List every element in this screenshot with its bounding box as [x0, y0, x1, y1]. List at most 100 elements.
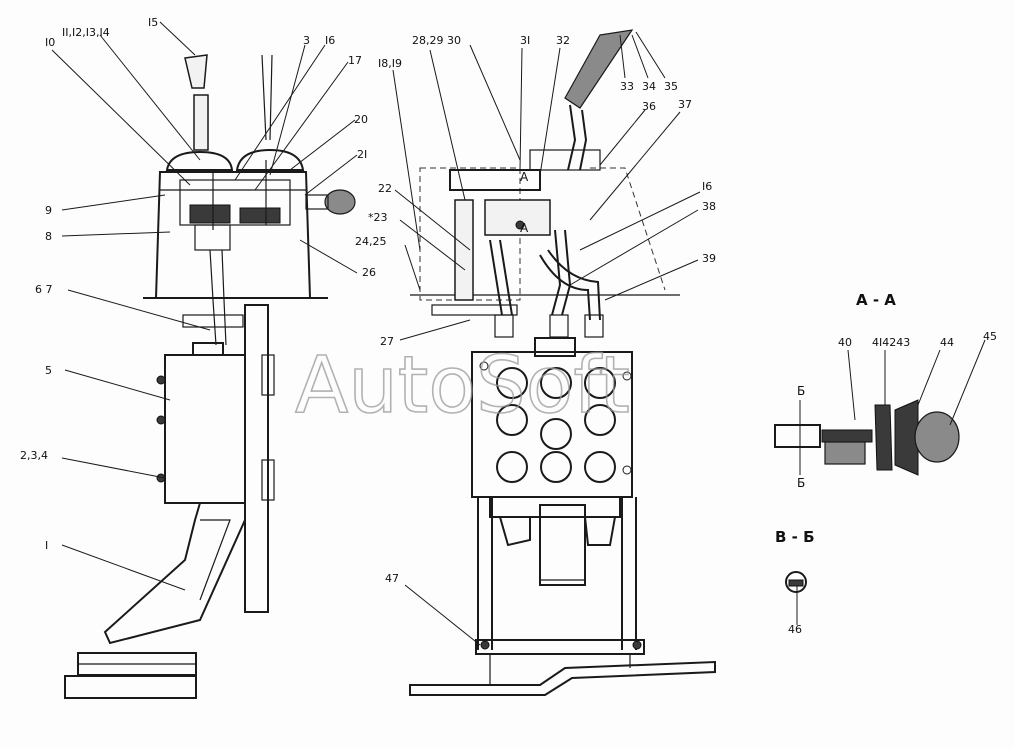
lever-base	[529, 149, 601, 171]
port	[540, 367, 572, 399]
bolt	[479, 361, 489, 371]
control-housing	[154, 171, 312, 299]
callout-label: 8	[45, 230, 52, 243]
mechanism-post	[454, 199, 474, 301]
callout-label: 38	[702, 200, 716, 213]
shaft-end	[774, 424, 821, 448]
bolt	[632, 640, 642, 650]
port	[540, 418, 572, 450]
lower-block	[489, 496, 621, 518]
callout-label: 28,29 30	[412, 34, 461, 47]
frame-links	[489, 654, 631, 685]
callout-label: 46	[788, 623, 802, 636]
link-rod-3	[539, 249, 601, 321]
callout-label: 24,25	[355, 235, 387, 248]
base-rail	[409, 660, 716, 696]
callout-label: 40	[838, 336, 852, 349]
support-bracket	[824, 441, 866, 465]
pin-core	[788, 579, 804, 587]
linkage-rod	[209, 249, 227, 346]
callout-label: 2I	[357, 148, 367, 161]
link-bracket	[431, 304, 518, 316]
callout-label: 27	[380, 335, 394, 348]
port	[584, 451, 616, 483]
cover-cap-right	[235, 148, 305, 171]
mechanism-body	[484, 199, 551, 236]
pin	[515, 220, 525, 230]
distributor-cap	[534, 337, 576, 357]
cylinder-center	[539, 504, 586, 586]
callout-label: 44	[940, 336, 954, 349]
base-plate-lower	[64, 675, 197, 699]
fitting-right	[583, 516, 617, 546]
section-title-a-a: A - A	[856, 291, 896, 309]
lever-block-2	[239, 207, 281, 224]
view-mark-b-top: Б	[797, 384, 805, 398]
callout-label: 3I	[520, 34, 530, 47]
callout-label: 9	[45, 204, 52, 217]
ball-knob	[914, 411, 960, 463]
front-view	[409, 29, 716, 696]
valve-block	[164, 354, 246, 504]
callout-label: I	[45, 539, 48, 552]
callout-label: *23	[368, 211, 388, 224]
callout-label: 3	[303, 34, 310, 47]
callout-label: 35	[664, 80, 678, 93]
pin-section	[785, 571, 807, 593]
callout-label: 17	[348, 54, 362, 67]
callout-label: 33	[620, 80, 634, 93]
link-rod-1	[489, 239, 513, 316]
leader-lines	[51, 21, 986, 646]
callout-label: 4I4243	[872, 336, 910, 349]
cover-outline	[419, 167, 521, 301]
lever-rod-right	[261, 54, 273, 141]
shaft-body	[821, 429, 873, 443]
washer-stack	[874, 404, 893, 471]
callout-label: I8,I9	[378, 57, 402, 70]
watermark: AutoSoft	[295, 341, 630, 431]
rod-end	[494, 314, 514, 338]
callout-label: 22	[378, 182, 392, 195]
view-mark-a-top: A	[520, 170, 529, 184]
callout-label: 47	[385, 572, 399, 585]
section-title-b-b: B - Б	[775, 528, 815, 546]
lever-block	[189, 204, 231, 224]
mechanism-top	[449, 169, 541, 191]
callout-label: 32	[556, 34, 570, 47]
rod-end	[584, 314, 604, 338]
callout-label: 2,3,4	[20, 449, 48, 462]
view-mark-b-bot: Б	[797, 476, 805, 490]
rod-end	[549, 314, 569, 338]
callout-label: I6	[325, 34, 335, 47]
side-knob-stem	[305, 194, 329, 210]
callout-label: 36	[642, 100, 656, 113]
bolt	[622, 465, 632, 475]
bolt	[156, 415, 166, 425]
view-mark-a-mid: A	[520, 221, 529, 235]
frame-base	[475, 639, 645, 655]
fitting-left	[498, 516, 531, 547]
callout-label: I5	[148, 16, 158, 29]
link-rod-2	[551, 229, 572, 316]
port	[584, 367, 616, 399]
port	[496, 404, 528, 436]
frame-posts	[477, 497, 637, 650]
pedal-arm	[103, 502, 246, 645]
callout-label: I0	[45, 36, 55, 49]
port	[584, 404, 616, 436]
callout-label: 37	[678, 98, 692, 111]
callout-label: I6	[702, 180, 712, 193]
port	[540, 451, 572, 483]
control-lever-shaft	[567, 104, 588, 171]
bolt	[156, 375, 166, 385]
callout-label: 34	[642, 80, 656, 93]
control-lever-knob	[564, 29, 634, 109]
cover-cap-left	[165, 150, 234, 171]
callout-label: 39	[702, 252, 716, 265]
side-clamp	[261, 354, 275, 396]
callout-label: 5	[45, 364, 52, 377]
port	[496, 451, 528, 483]
cover-outline-right	[590, 167, 666, 291]
